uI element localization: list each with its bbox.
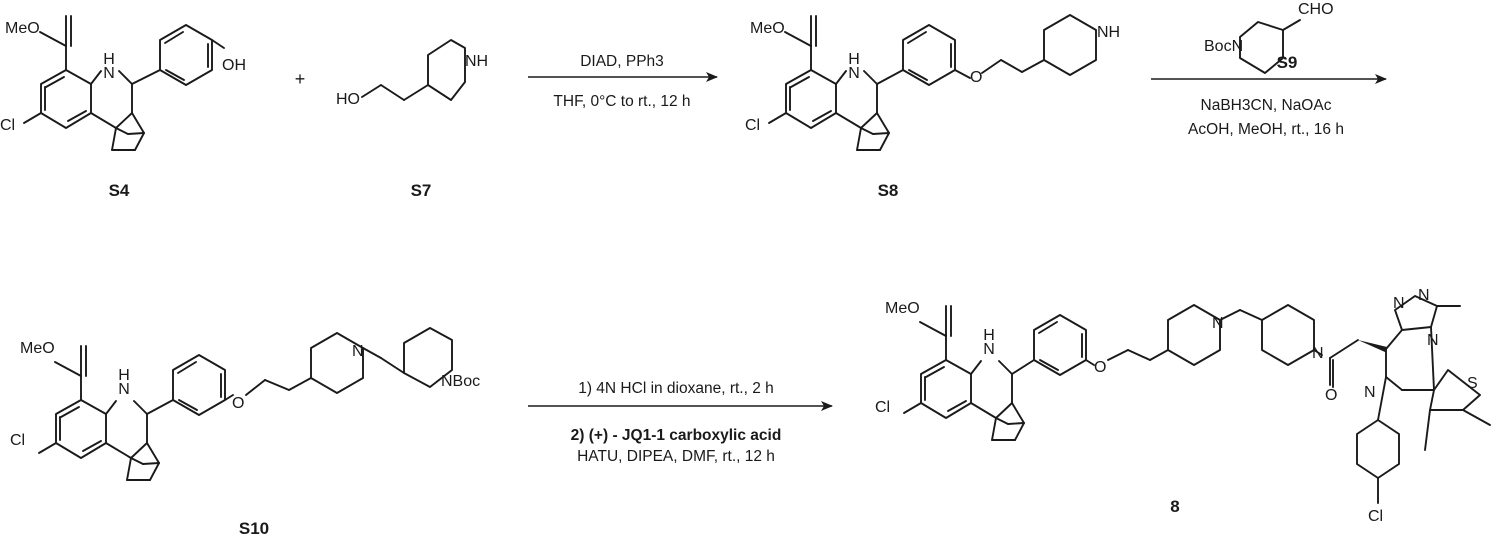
s7-hydroxyl-label: HO bbox=[336, 91, 360, 108]
p8-sulfur-label: S bbox=[1467, 375, 1478, 392]
plus-sign: + bbox=[295, 69, 306, 89]
p8-triazole-n1-label: N bbox=[1393, 295, 1405, 312]
s8-amine-h-label: H bbox=[848, 51, 860, 68]
s8-methyl-ester-label: MeO bbox=[750, 20, 785, 37]
p8-triazole-n2-label: N bbox=[1418, 287, 1430, 304]
methyl-ester-label: MeO bbox=[5, 20, 40, 37]
compound-s8: MeO H N Cl O NH bbox=[745, 14, 1120, 151]
compound-label-s8: S8 bbox=[878, 181, 899, 200]
s10-chloro-label: Cl bbox=[10, 432, 25, 449]
s10-nboc-label: NBoc bbox=[441, 373, 480, 390]
compound-label-8: 8 bbox=[1170, 497, 1179, 516]
step2-reagents: NaBH3CN, NaOAc bbox=[1201, 97, 1332, 114]
amine-h-label: H bbox=[103, 51, 115, 68]
s8-ether-o-label: O bbox=[970, 69, 982, 86]
s10-methyl-ester-label: MeO bbox=[20, 340, 55, 357]
p8-amine-h-label: H bbox=[983, 327, 995, 344]
s10-ether-o-label: O bbox=[232, 395, 244, 412]
p8-ether-o-label: O bbox=[1094, 359, 1106, 376]
step3-coupling-reagents: HATU, DIPEA, DMF, rt., 12 h bbox=[577, 448, 775, 465]
s10-amine-n-label: N bbox=[118, 381, 130, 398]
compound-label-s7: S7 bbox=[411, 181, 432, 200]
chloro-label: Cl bbox=[0, 117, 15, 134]
p8-amine-n-label: N bbox=[983, 341, 995, 358]
step2-conditions: AcOH, MeOH, rt., 16 h bbox=[1188, 121, 1344, 138]
compound-s9: CHO BocN bbox=[1204, 1, 1334, 74]
step3-deprotection: 1) 4N HCl in dioxane, rt., 2 h bbox=[578, 380, 774, 397]
hydroxyl-label: OH bbox=[222, 57, 246, 74]
p8-n1-label: N bbox=[1212, 315, 1224, 332]
compound-label-s4: S4 bbox=[109, 181, 130, 200]
s8-chloro-label: Cl bbox=[745, 117, 760, 134]
p8-diazepine-n-label: N bbox=[1364, 384, 1376, 401]
s7-nh-label: NH bbox=[465, 53, 488, 70]
compound-s4: MeO H N Cl OH bbox=[0, 15, 246, 151]
s10-amine-h-label: H bbox=[118, 367, 130, 384]
s9-bocn-label: BocN bbox=[1204, 38, 1243, 55]
step1-reagents: DIAD, PPh3 bbox=[580, 53, 664, 70]
p8-methyl-ester-label: MeO bbox=[885, 300, 920, 317]
s8-nh-label: NH bbox=[1097, 24, 1120, 41]
p8-triazole-n3-label: N bbox=[1427, 332, 1439, 349]
p8-chloro-label: Cl bbox=[875, 399, 890, 416]
amine-n-label: N bbox=[103, 65, 115, 82]
s8-amine-n-label: N bbox=[848, 65, 860, 82]
step1-conditions: THF, 0°C to rt., 12 h bbox=[553, 93, 690, 110]
compound-label-s10: S10 bbox=[239, 519, 269, 538]
s9-aldehyde-label: CHO bbox=[1298, 1, 1334, 18]
p8-carbonyl-o-label: O bbox=[1325, 387, 1337, 404]
p8-chloro-aryl-label: Cl bbox=[1368, 508, 1383, 525]
step3-coupling-acid: 2) (+) - JQ1-1 carboxylic acid bbox=[571, 427, 782, 444]
compound-s7: HO NH bbox=[336, 39, 488, 108]
compound-label-s9: S9 bbox=[1277, 53, 1298, 72]
compound-8: MeO H N Cl O N N O N N N N S Cl bbox=[875, 287, 1491, 525]
p8-n2-label: N bbox=[1312, 345, 1324, 362]
compound-s10: MeO H N Cl O N NBoc bbox=[10, 327, 480, 481]
s10-n-label: N bbox=[352, 343, 364, 360]
